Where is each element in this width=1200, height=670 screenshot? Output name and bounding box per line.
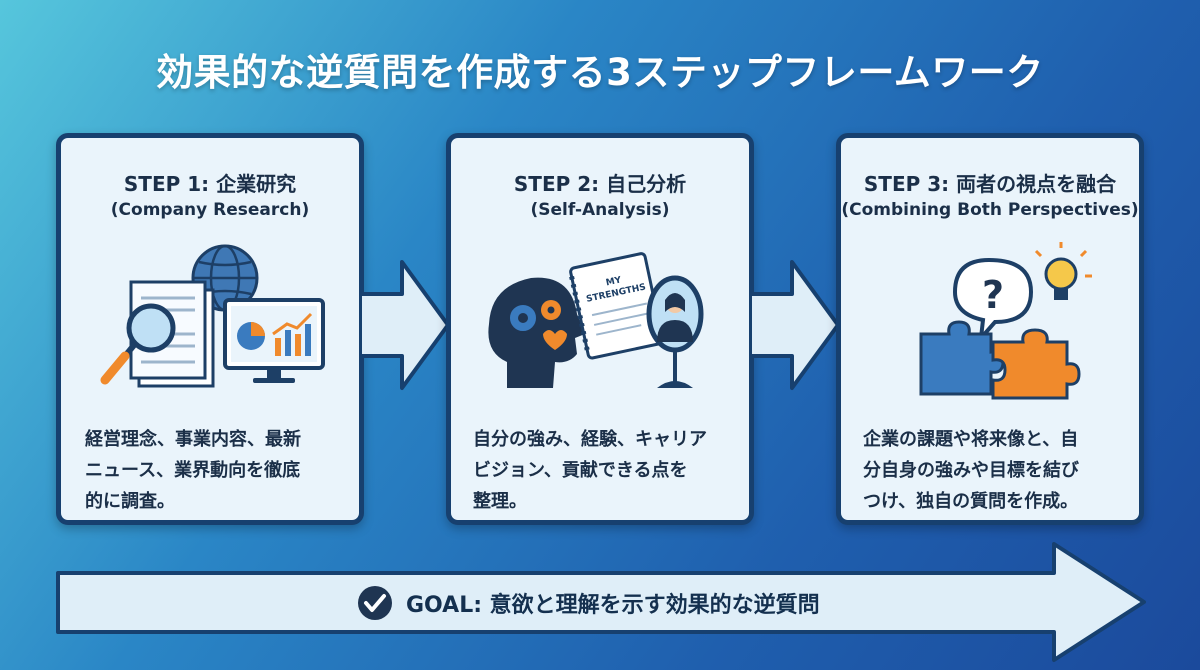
step-connector-arrow xyxy=(360,260,450,390)
head-gears-icon xyxy=(488,277,585,388)
desc-line: 企業の課題や将来像と、自 xyxy=(863,429,1079,450)
monitor-chart-icon xyxy=(223,298,325,383)
magnifier-icon xyxy=(100,303,176,385)
lightbulb-icon xyxy=(1034,242,1092,300)
self-analysis-illustration: MY STRENGTHS xyxy=(488,252,704,388)
goal-arrow xyxy=(56,542,1146,662)
svg-text:?: ? xyxy=(982,273,1004,317)
desc-line: 的に調査。 xyxy=(85,491,175,512)
step-1-description: 経営理念、事業内容、最新 ニュース、業界動向を徹底 的に調査。 xyxy=(85,424,347,517)
step-1-card: STEP 1: 企業研究 (Company Research) xyxy=(56,133,364,525)
desc-line: 自分の強み、経験、キャリア xyxy=(473,429,707,450)
step-3-subtitle: (Combining Both Perspectives) xyxy=(841,200,1139,220)
step-3-card: STEP 3: 両者の視点を融合 (Combining Both Perspec… xyxy=(836,133,1144,525)
step-3-title: STEP 3: 両者の視点を融合 xyxy=(863,172,1117,196)
step-2-subtitle: (Self-Analysis) xyxy=(530,200,670,220)
page-title: 効果的な逆質問を作成する3ステップフレームワーク xyxy=(156,51,1044,94)
step-1-title: STEP 1: 企業研究 xyxy=(123,172,297,196)
notebook-icon: MY STRENGTHS xyxy=(569,252,665,360)
step-2-title: STEP 2: 自己分析 xyxy=(513,172,687,196)
combining-perspectives-illustration: ? xyxy=(919,242,1092,400)
desc-line: 経営理念、事業内容、最新 xyxy=(85,429,301,450)
goal-text: GOAL: 意欲と理解を示す効果的な逆質問 xyxy=(406,593,820,618)
step-1-subtitle: (Company Research) xyxy=(110,200,310,220)
step-2-card: STEP 2: 自己分析 (Self-Analysis) MY STRENGTH… xyxy=(446,133,754,525)
desc-line: つけ、独自の質問を作成。 xyxy=(863,491,1079,512)
step-2-description: 自分の強み、経験、キャリア ビジョン、貢献できる点を 整理。 xyxy=(473,424,735,517)
puzzle-pieces-icon xyxy=(919,320,1081,400)
desc-line: ニュース、業界動向を徹底 xyxy=(85,460,301,481)
mirror-icon xyxy=(646,275,704,388)
step-3-description: 企業の課題や将来像と、自 分自身の強みや目標を結び つけ、独自の質問を作成。 xyxy=(863,424,1125,517)
goal-label: GOAL: 意欲と理解を示す効果的な逆質問 xyxy=(356,583,820,623)
desc-line: ビジョン、貢献できる点を xyxy=(473,460,688,481)
check-circle-icon xyxy=(358,586,392,620)
company-research-illustration xyxy=(100,244,325,388)
question-bubble-icon: ? xyxy=(952,257,1034,345)
step-connector-arrow xyxy=(750,260,840,390)
desc-line: 分自身の強みや目標を結び xyxy=(863,460,1079,481)
notebook-text: MY xyxy=(605,275,623,288)
desc-line: 整理。 xyxy=(473,491,527,512)
